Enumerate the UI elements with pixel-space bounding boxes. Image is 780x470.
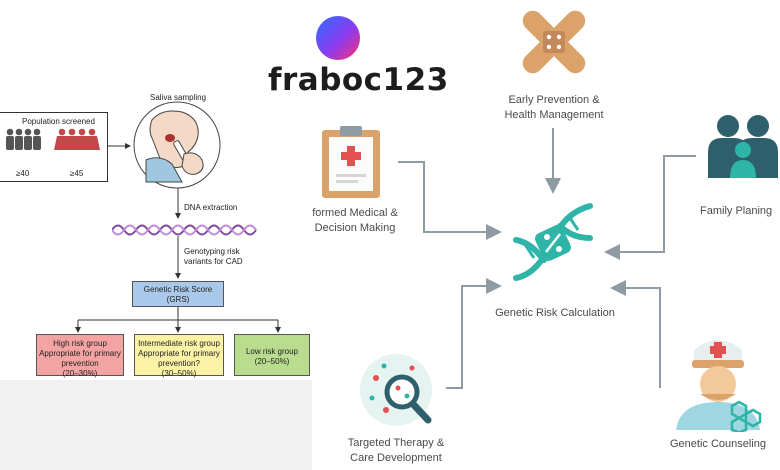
low-risk-line1: Low risk group	[245, 347, 299, 356]
genetic-counselor-icon	[676, 340, 762, 432]
age-40-label: ≥40	[16, 169, 30, 178]
brand-logo-circle	[316, 16, 360, 60]
low-risk-line2: (20–50%)	[254, 357, 290, 366]
high-risk-line3: prevention	[61, 359, 99, 368]
family-planing-label: Family Planing	[700, 205, 773, 217]
age-45-label: ≥45	[70, 169, 84, 178]
low-risk-box: Low risk group (20–50%)	[234, 334, 310, 376]
grs-label-line2: (GRS)	[166, 295, 190, 304]
high-risk-box: High risk group Appropriate for primary …	[36, 334, 124, 378]
saliva-sampling-label: Saliva sampling	[150, 93, 207, 102]
high-risk-line2: Appropriate for primary	[39, 349, 121, 358]
magnifier-petri-icon	[360, 354, 432, 426]
grs-label-line1: Genetic Risk Score	[143, 285, 213, 294]
watermark-text: fraboc123	[268, 62, 449, 98]
genotyping-label-line2: variants for CAD	[184, 257, 243, 266]
genotyping-label-line1: Genotyping risk	[184, 247, 240, 256]
bandage-icon	[522, 10, 586, 74]
early-prevention-label-line2: Health Management	[504, 109, 604, 121]
high-risk-line1: High risk group	[53, 339, 107, 348]
informed-medical-label-line1: formed Medical &	[312, 207, 398, 219]
population-icons	[6, 128, 100, 150]
dna-strand-icon	[112, 224, 257, 236]
background-band	[0, 380, 312, 470]
intermediate-risk-box: Intermediate risk group Appropriate for …	[134, 334, 224, 378]
informed-medical-label-line2: Decision Making	[314, 222, 396, 234]
genetic-risk-calculation-label: Genetic Risk Calculation	[495, 307, 615, 319]
early-prevention-label-line1: Early Prevention &	[508, 94, 600, 106]
saliva-sampling-illustration	[133, 101, 221, 189]
intermediate-risk-line1: Intermediate risk group	[138, 339, 220, 348]
left-flow-connectors	[75, 143, 281, 333]
intermediate-risk-line2: Appropriate for primary	[138, 349, 220, 358]
targeted-therapy-label-line1: Targeted Therapy &	[347, 437, 445, 449]
genetic-counseling-label: Genetic Counseling	[669, 438, 766, 450]
people-icon-group-red	[54, 128, 100, 150]
intermediate-risk-line4: (30–50%)	[161, 369, 197, 378]
dna-extraction-label: DNA extraction	[184, 203, 238, 212]
population-screened-label: Population screened	[22, 117, 95, 126]
grs-box: Genetic Risk Score (GRS)	[132, 281, 224, 307]
high-risk-line4: (20–30%)	[62, 369, 98, 378]
dna-calculation-icon	[513, 203, 593, 281]
intermediate-risk-line3: prevention?	[158, 359, 200, 368]
people-icon-group-gray	[6, 128, 41, 150]
clipboard-icon	[322, 126, 380, 198]
targeted-therapy-label-line2: Care Development	[350, 452, 442, 464]
family-icon	[708, 115, 778, 178]
